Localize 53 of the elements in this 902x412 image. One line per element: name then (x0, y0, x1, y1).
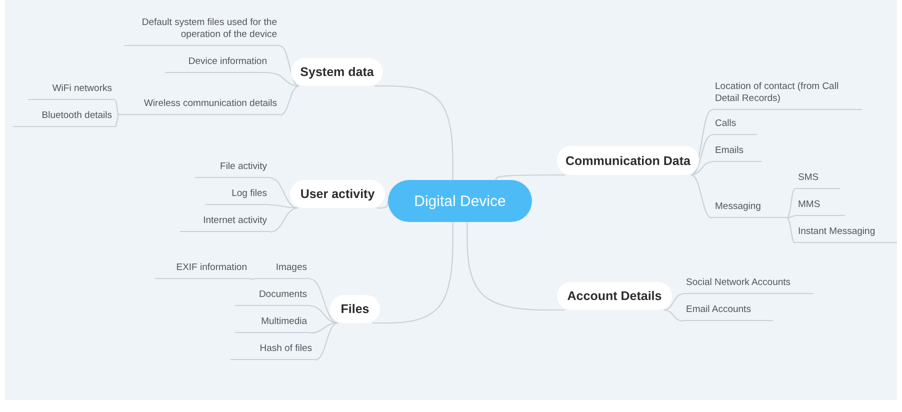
branch-line (372, 222, 454, 324)
subtopic-text: Bluetooth details (13, 105, 115, 127)
branch-line (786, 218, 796, 244)
subtopic-text: Location of contact (from Call Detail Records) (712, 76, 862, 110)
topic-label: System data (291, 58, 383, 86)
branch-line (664, 293, 684, 311)
branch-line (375, 85, 454, 180)
branch-line (310, 278, 338, 324)
branch-line (270, 204, 298, 209)
subtopic-text: Default system files used for the operation of the device (124, 10, 280, 46)
branch-line (310, 322, 338, 334)
branch-line (270, 72, 300, 87)
subtopic-text: EXIF information (155, 257, 250, 279)
subtopic-text: Instant Messaging (795, 221, 897, 243)
branch-line (270, 207, 298, 233)
subtopic-text: Messaging (712, 196, 787, 218)
central-topic: Digital Device (388, 180, 532, 222)
topic-label: User activity (290, 180, 385, 208)
subtopic-text: Hash of files (230, 338, 315, 360)
branch-line (495, 174, 565, 180)
subtopic-text: Device information (165, 51, 270, 73)
branch-line (690, 110, 712, 176)
branch-line (114, 100, 120, 116)
branch-line (314, 322, 338, 361)
branch-line (270, 177, 298, 209)
branch-line (786, 215, 796, 219)
branch-line (280, 45, 300, 87)
branch-line (690, 161, 712, 176)
subtopic-text: Multimedia (235, 311, 310, 333)
subtopic-text: Images (255, 257, 310, 279)
branch-line (466, 222, 565, 311)
branch-line (690, 134, 712, 176)
subtopic-text: Wireless communication details (117, 93, 280, 115)
subtopic-text: SMS (795, 167, 840, 189)
branch-line (250, 278, 255, 280)
branch-line (690, 174, 712, 219)
subtopic-text: Social Network Accounts (683, 272, 813, 294)
subtopic-text: MMS (795, 194, 845, 216)
subtopic-text: WiFi networks (28, 78, 115, 100)
subtopic-text: Emails (712, 140, 762, 162)
branch-line (664, 309, 684, 322)
branch-line (114, 114, 120, 128)
branch-line (280, 85, 300, 116)
subtopic-text: Log files (205, 183, 270, 205)
topic-label: Communication Data (557, 146, 699, 175)
subtopic-text: Calls (712, 113, 757, 135)
branch-line (786, 188, 796, 218)
branch-line (377, 201, 389, 209)
topic-label: Account Details (557, 282, 672, 310)
subtopic-text: Email Accounts (683, 299, 773, 321)
subtopic-text: Documents (235, 284, 310, 306)
subtopic-text: Internet activity (180, 210, 270, 232)
subtopic-text: File activity (195, 156, 270, 178)
